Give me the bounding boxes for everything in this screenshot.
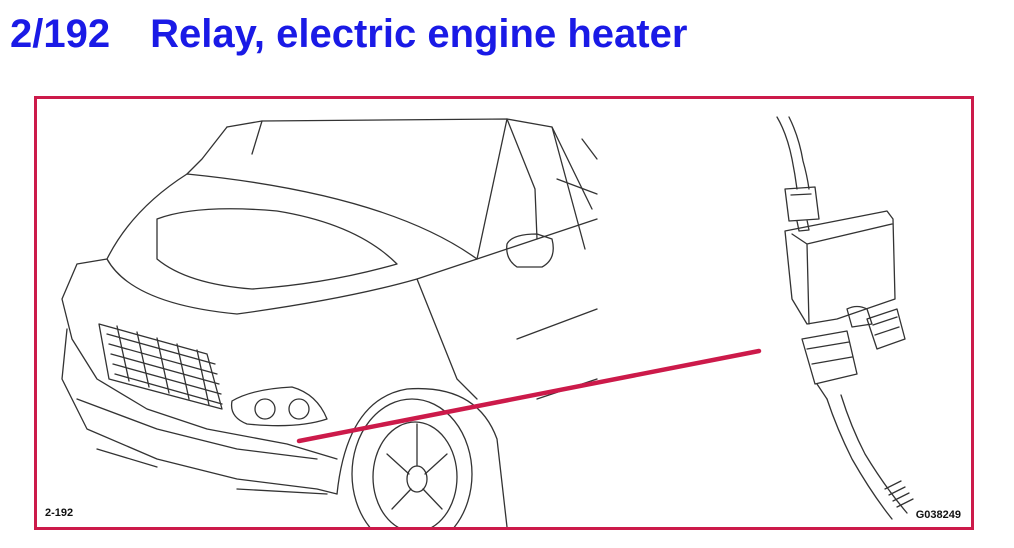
car-front-edge — [61, 258, 338, 460]
relay-cable-top — [776, 116, 810, 190]
diagram-illustration — [61, 116, 914, 527]
car-fender-line — [416, 278, 478, 400]
component-code: 2/192 — [10, 11, 111, 56]
car-hood — [106, 173, 478, 315]
car-windshield — [186, 118, 538, 240]
car-a-pillar — [476, 118, 586, 260]
relay-plug-right — [866, 308, 906, 350]
car-grille — [98, 323, 223, 410]
car-wheel-arch — [336, 387, 508, 527]
relay-mount — [846, 305, 873, 328]
leader-line — [296, 348, 762, 444]
car-wheel — [351, 398, 473, 527]
car-headlight — [230, 386, 328, 427]
car-door — [476, 218, 598, 400]
relay-connector-top — [784, 186, 820, 232]
figure-reference: G038249 — [915, 509, 961, 521]
car-bumper — [61, 328, 338, 495]
car-side-mirror — [506, 233, 554, 268]
component-title: Relay, electric engine heater — [150, 11, 688, 56]
relay-body — [784, 210, 896, 325]
relay-cable-bottom — [826, 394, 908, 520]
car-drawing — [61, 116, 914, 527]
car-roof — [226, 118, 593, 210]
diagram-frame: 2-192 G038249 — [34, 96, 974, 530]
car-hood-bulge — [156, 208, 398, 290]
page-header: 2/192 Relay, electric engine heater — [10, 8, 687, 60]
relay-connector-bottom — [801, 330, 858, 385]
figure-number: 2-192 — [45, 507, 74, 519]
